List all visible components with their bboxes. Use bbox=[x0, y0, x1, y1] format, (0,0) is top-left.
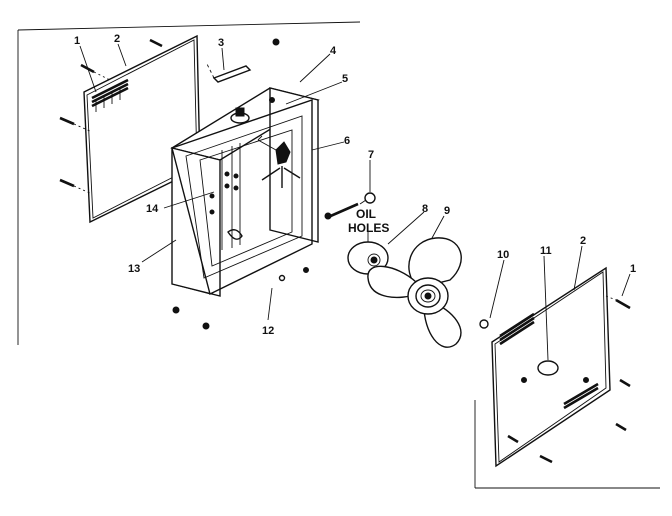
part-3-strip bbox=[205, 61, 252, 83]
right-grille-panel bbox=[491, 266, 611, 468]
right-panel-louvers bbox=[499, 312, 599, 410]
callout-2-left: 2 bbox=[114, 33, 120, 45]
callout-7: 7 bbox=[368, 149, 374, 161]
part-10-nut bbox=[479, 319, 489, 329]
callout-9: 9 bbox=[444, 205, 450, 217]
control-knob bbox=[230, 97, 275, 124]
callout-6: 6 bbox=[344, 135, 350, 147]
callout-8: 8 bbox=[422, 203, 428, 215]
oil-holes-annotation: OIL HOLES bbox=[348, 207, 389, 235]
callout-4: 4 bbox=[330, 45, 337, 57]
left-screws bbox=[59, 38, 163, 195]
callout-3: 3 bbox=[218, 37, 224, 49]
oil-holes-line-1: OIL bbox=[356, 207, 376, 221]
callout-11: 11 bbox=[540, 245, 552, 257]
callouts: 1 2 3 4 5 6 7 8 9 10 11 2 1 12 13 14 bbox=[74, 33, 636, 337]
part-11-label-disc bbox=[537, 360, 559, 376]
callout-1-left: 1 bbox=[74, 35, 80, 47]
left-panel-louvers bbox=[91, 78, 129, 112]
motor-mount bbox=[257, 135, 301, 188]
callout-10: 10 bbox=[497, 249, 509, 261]
callout-5: 5 bbox=[342, 73, 348, 85]
callout-2-right: 2 bbox=[580, 235, 586, 247]
oil-holes-line-2: HOLES bbox=[348, 221, 389, 235]
leader-lines bbox=[79, 43, 631, 361]
callout-1-right: 1 bbox=[630, 263, 636, 275]
inner-bracket bbox=[209, 143, 243, 250]
part-7-shaft bbox=[324, 192, 376, 220]
cabinet-housing bbox=[170, 87, 320, 297]
top-screw bbox=[272, 38, 280, 46]
cabinet-screws bbox=[172, 267, 309, 330]
fan-blade bbox=[367, 237, 462, 348]
callout-14: 14 bbox=[146, 203, 159, 215]
callout-12: 12 bbox=[262, 325, 274, 337]
callout-13: 13 bbox=[128, 263, 140, 275]
right-screws bbox=[507, 295, 631, 464]
frame-lines bbox=[17, 21, 660, 489]
